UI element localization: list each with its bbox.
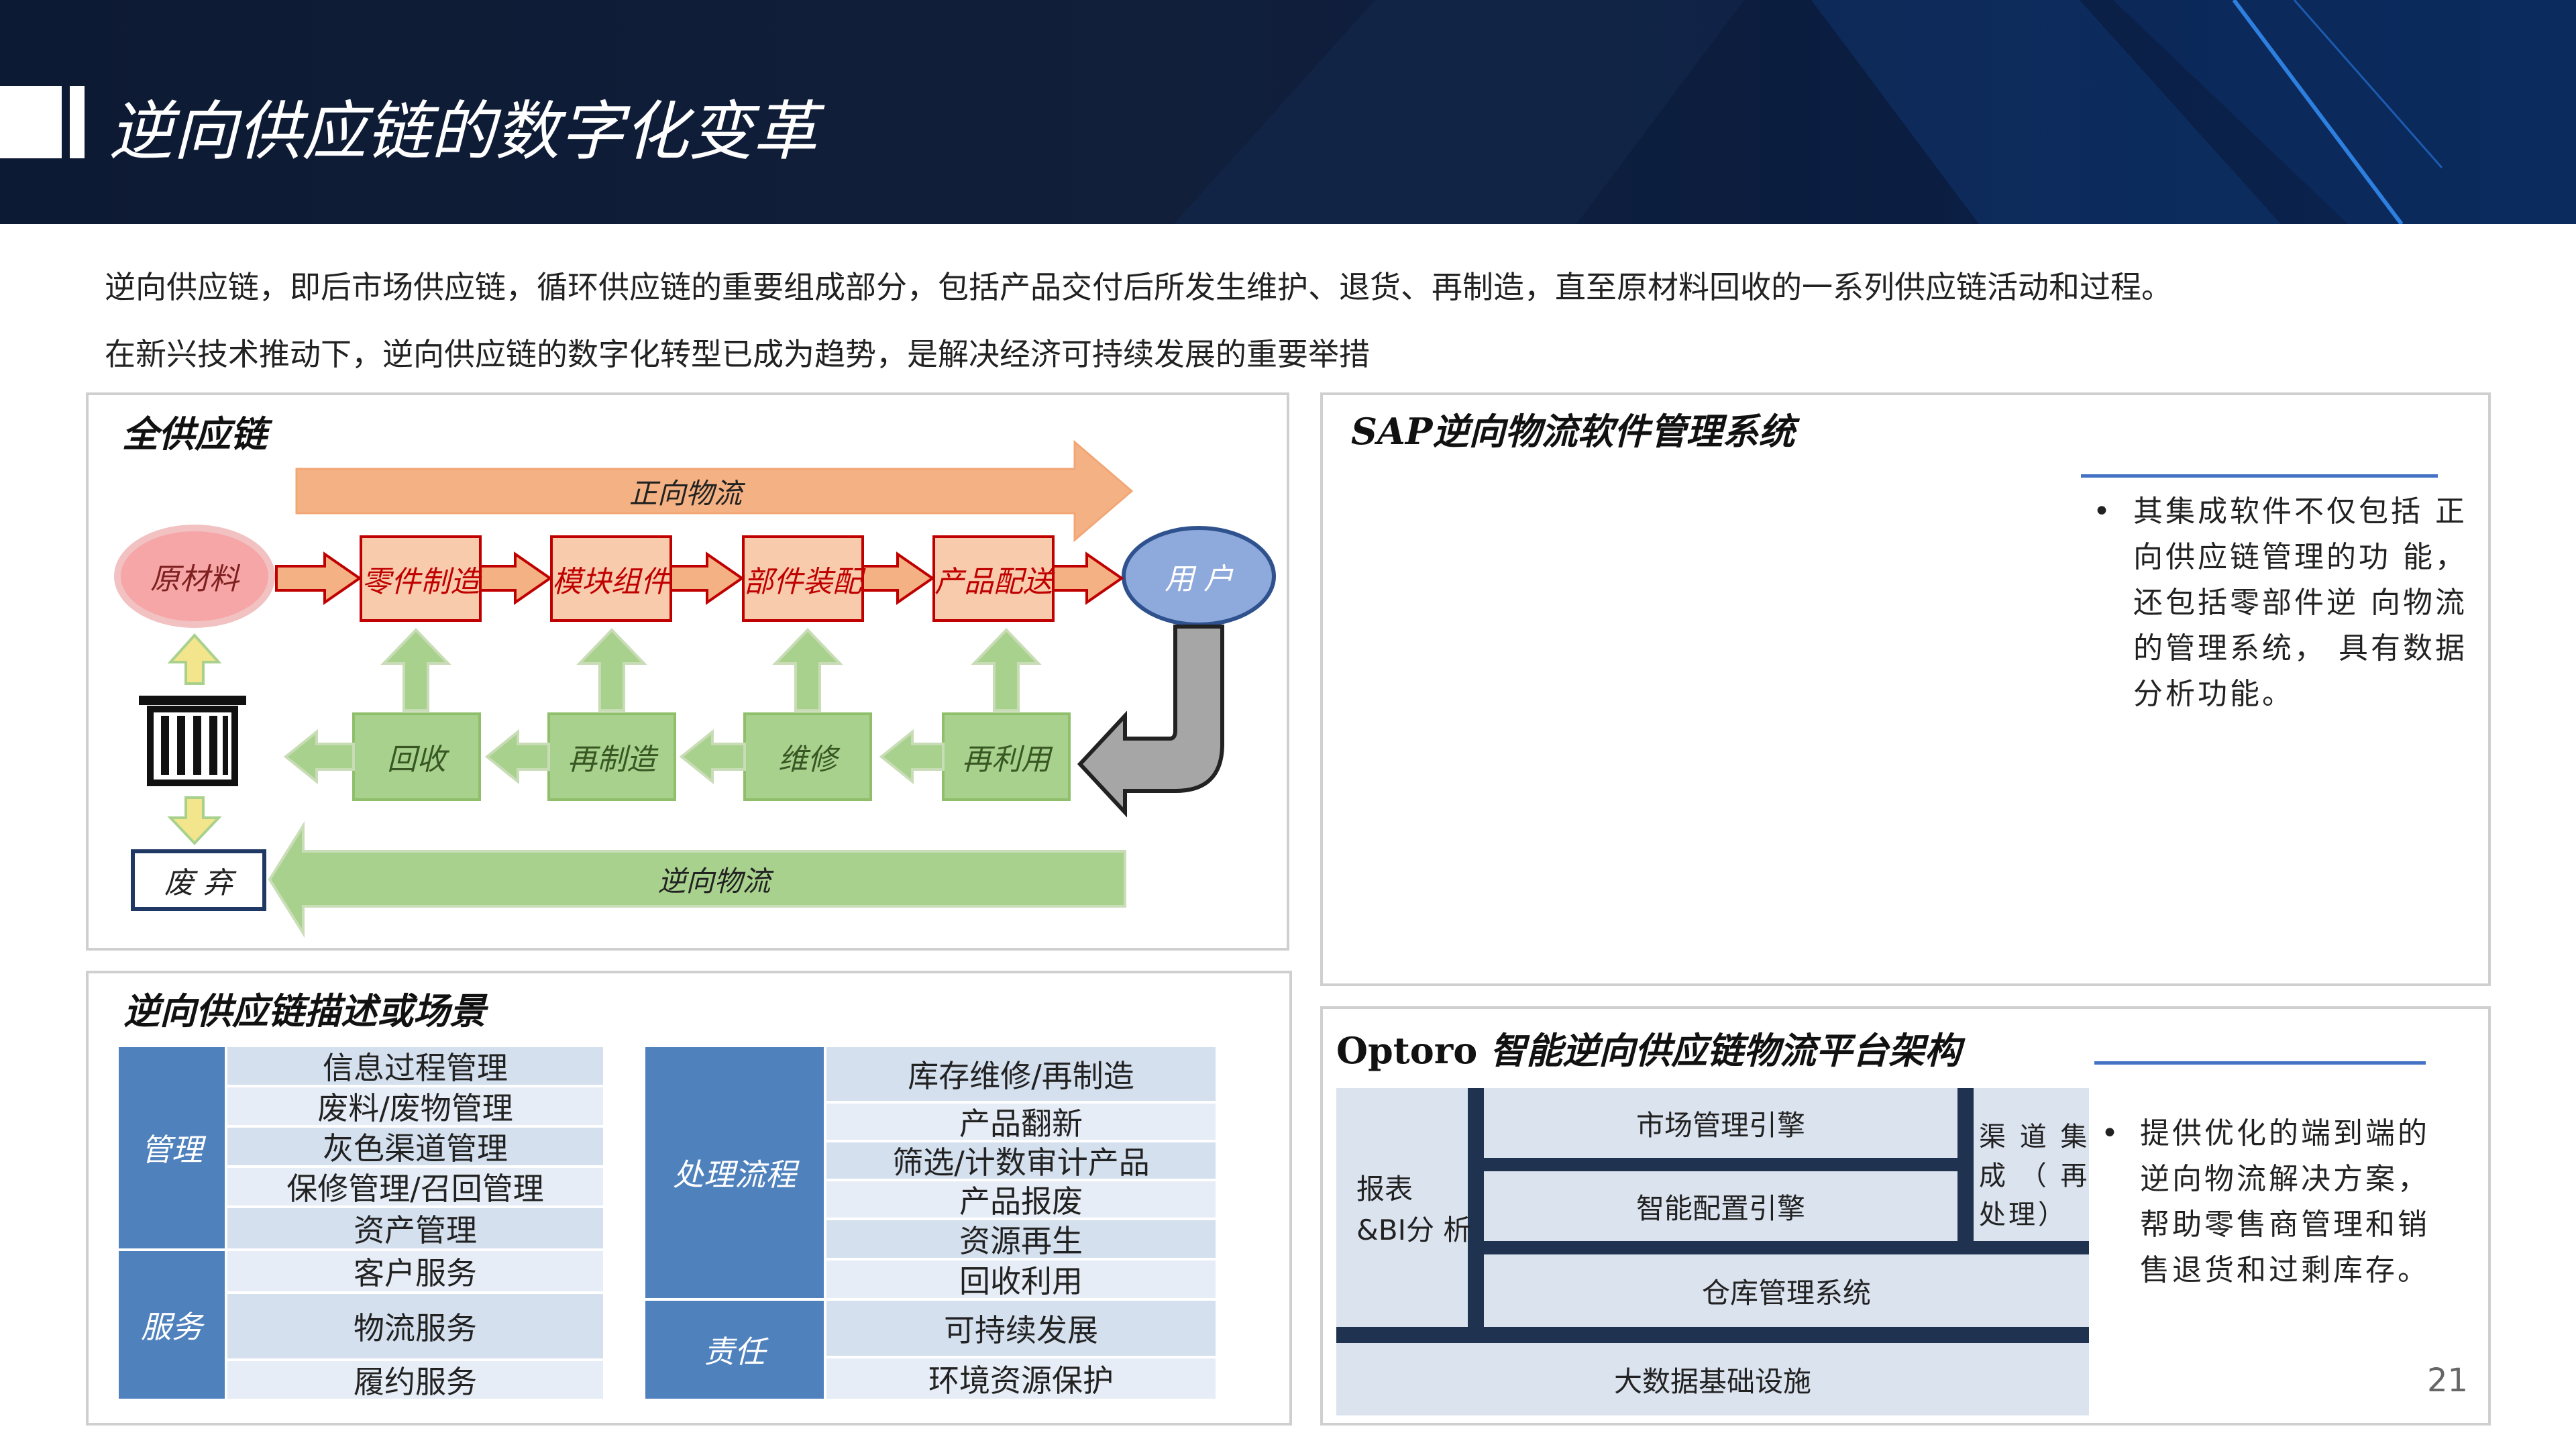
sap-bullet-line: 分析功能。 bbox=[2133, 677, 2294, 711]
raw-material-node bbox=[114, 525, 275, 628]
supply-chain-title: 全供应链 bbox=[122, 413, 267, 455]
header-decoration bbox=[1174, 0, 2576, 224]
table-cell: 产品报废 bbox=[826, 1181, 1216, 1220]
sap-divider bbox=[2081, 474, 2438, 478]
optoro-panel: Optoro 智能逆向供应链物流平台架构 报表 &BI分 析 市场管理引擎 智能… bbox=[1320, 1006, 2491, 1426]
user-label: 用 户 bbox=[1165, 562, 1233, 596]
table-cell: 可持续发展 bbox=[826, 1301, 1216, 1356]
raw-material-label: 原材料 bbox=[150, 562, 239, 596]
reverse-logistics-label: 逆向物流 bbox=[657, 864, 771, 898]
table-cell: 资源再生 bbox=[826, 1220, 1216, 1259]
down-to-waste-arrow bbox=[167, 796, 222, 845]
sap-bullet-line: 还包括零部件逆 向物流 bbox=[2133, 586, 2467, 620]
table-cell: 库存维修/再制造 bbox=[826, 1047, 1216, 1101]
intro-line-2: 在新兴技术推动下，逆向供应链的数字化转型已成为趋势，是解决经济可持续发展的重要举… bbox=[105, 336, 1370, 372]
report-bi-block: 报表 &BI分 析 bbox=[1336, 1088, 1472, 1327]
reverse-step-arrows bbox=[283, 729, 945, 785]
table-cell: 环境资源保护 bbox=[826, 1358, 1216, 1399]
optoro-brand: Optoro bbox=[1336, 1029, 1478, 1072]
smart-config-block: 智能配置引擎 bbox=[1484, 1171, 1957, 1241]
forward-step-1: 零件制造 bbox=[362, 564, 480, 599]
sap-bullet-line: 其集成软件不仅包括 正 bbox=[2133, 494, 2467, 529]
reverse-step-2: 再制造 bbox=[568, 743, 656, 777]
table-cell: 资产管理 bbox=[227, 1208, 603, 1248]
reverse-step-1: 回收 bbox=[387, 743, 446, 777]
group-management: 管理 bbox=[119, 1047, 225, 1248]
optoro-bullet-line: 逆向物流解决方案， bbox=[2140, 1162, 2430, 1196]
forward-step-4: 产品配送 bbox=[934, 564, 1053, 599]
sap-bullet-line: 向供应链管理的功 能， bbox=[2133, 540, 2467, 574]
group-process: 处理流程 bbox=[645, 1047, 824, 1298]
forward-step-2: 模块组件 bbox=[552, 564, 670, 599]
table-cell: 废料/废物管理 bbox=[227, 1087, 603, 1126]
optoro-bullet-line: 帮助零售商管理和销 bbox=[2140, 1208, 2430, 1242]
reverse-step-4: 再利用 bbox=[962, 743, 1051, 777]
forward-logistics-label: 正向物流 bbox=[629, 476, 742, 510]
channel-integration-block: 渠 道 集 成 （ 再 处理） bbox=[1974, 1088, 2089, 1241]
optoro-title-rest: 智能逆向供应链物流平台架构 bbox=[1477, 1029, 1962, 1072]
table-cell: 回收利用 bbox=[826, 1260, 1216, 1299]
group-service: 服务 bbox=[119, 1251, 225, 1399]
report-line: &BI分 析 bbox=[1356, 1214, 1472, 1246]
optoro-bullet-dot: • bbox=[2101, 1116, 2121, 1150]
optoro-divider bbox=[2094, 1061, 2426, 1065]
reverse-step-box-3 bbox=[743, 712, 872, 801]
supply-chain-diagram bbox=[114, 439, 1276, 938]
page-number: 21 bbox=[2427, 1362, 2469, 1399]
sap-bullet-dot: • bbox=[2093, 494, 2113, 529]
channel-line: 成 （ 再 bbox=[1979, 1161, 2090, 1191]
forward-logistics-arrow bbox=[295, 439, 1134, 543]
page-title: 逆向供应链的数字化变革 bbox=[109, 94, 817, 169]
sap-bullet-line: 的管理系统， 具有数据 bbox=[2133, 631, 2467, 665]
intro-line-1: 逆向供应链，即后市场供应链，循环供应链的重要组成部分，包括产品交付后所发生维护、… bbox=[105, 269, 2172, 305]
trash-bin-icon bbox=[139, 696, 246, 786]
scenes-panel: 逆向供应链描述或场景 管理 服务 信息过程管理 废料/废物管理 灰色渠道管理 保… bbox=[86, 971, 1292, 1426]
optoro-bullet-line: 售退货和过剩库存。 bbox=[2140, 1253, 2430, 1287]
up-to-raw-arrow bbox=[167, 633, 222, 685]
table-cell: 履约服务 bbox=[227, 1361, 603, 1400]
forward-step-3: 部件装配 bbox=[744, 564, 862, 599]
sap-bullet: 其集成软件不仅包括 正 向供应链管理的功 能， 还包括零部件逆 向物流 的管理系… bbox=[2133, 489, 2482, 717]
market-engine-block: 市场管理引擎 bbox=[1484, 1088, 1957, 1158]
architecture-diagram: 报表 &BI分 析 市场管理引擎 智能配置引擎 渠 道 集 成 （ 再 处理） … bbox=[1336, 1088, 2089, 1415]
table-cell: 产品翻新 bbox=[826, 1104, 1216, 1142]
title-marker bbox=[0, 86, 62, 158]
scenes-title: 逆向供应链描述或场景 bbox=[123, 989, 486, 1032]
optoro-bullet: 提供优化的端到端的 逆向物流解决方案， 帮助零售商管理和销 售退货和过剩库存。 bbox=[2140, 1111, 2489, 1293]
reverse-step-box-1 bbox=[352, 712, 481, 801]
table-cell: 保修管理/召回管理 bbox=[227, 1168, 603, 1207]
report-line: 报表 bbox=[1356, 1173, 1413, 1205]
group-responsibility: 责任 bbox=[645, 1301, 824, 1399]
channel-line: 处理） bbox=[1979, 1199, 2068, 1230]
table-cell: 筛选/计数审计产品 bbox=[826, 1142, 1216, 1181]
channel-line: 渠 道 集 bbox=[1979, 1122, 2090, 1152]
warehouse-block: 仓库管理系统 bbox=[1484, 1254, 2089, 1327]
title-marker-accent bbox=[70, 86, 85, 158]
sap-title: SAP逆向物流软件管理系统 bbox=[1351, 410, 1795, 453]
table-cell: 灰色渠道管理 bbox=[227, 1128, 603, 1167]
waste-label: 废 弃 bbox=[164, 866, 233, 900]
upward-arrows bbox=[380, 628, 1042, 712]
header-banner bbox=[0, 0, 2576, 224]
table-cell: 客户服务 bbox=[227, 1251, 603, 1291]
bigdata-block: 大数据基础设施 bbox=[1336, 1343, 2089, 1415]
waste-node bbox=[131, 849, 266, 911]
reverse-step-box-2 bbox=[547, 712, 676, 801]
forward-step-arrows bbox=[275, 551, 1124, 605]
table-cell: 信息过程管理 bbox=[227, 1047, 603, 1086]
optoro-title: Optoro 智能逆向供应链物流平台架构 bbox=[1336, 1021, 1961, 1074]
reverse-step-3: 维修 bbox=[778, 743, 837, 777]
sap-panel: SAP逆向物流软件管理系统 • 其集成软件不仅包括 正 向供应链管理的功 能， … bbox=[1320, 392, 2491, 986]
forward-step-box-2 bbox=[550, 535, 672, 622]
supply-chain-panel: 全供应链 bbox=[86, 392, 1289, 951]
reverse-step-box-4 bbox=[942, 712, 1071, 801]
reverse-logistics-arrow bbox=[268, 821, 1126, 938]
return-arrow bbox=[1077, 625, 1224, 818]
table-cell: 物流服务 bbox=[227, 1294, 603, 1358]
optoro-bullet-line: 提供优化的端到端的 bbox=[2140, 1116, 2430, 1150]
